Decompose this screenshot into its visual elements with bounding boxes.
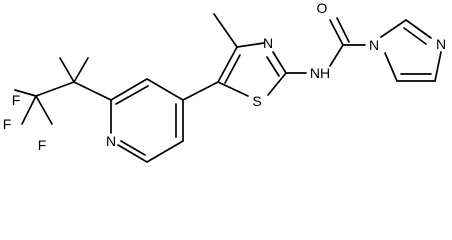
atom-nh: NH	[310, 65, 330, 81]
bond-th5-th4-double	[224, 54, 241, 84]
bond-cf3-cq	[35, 81, 75, 97]
bond-py6-n	[117, 144, 148, 163]
bond-s-th5	[217, 81, 249, 97]
atom-o-carbonyl: O	[317, 0, 328, 16]
bond-im-n3-c2	[405, 19, 432, 39]
molecule-structure: F F F N N S NH O N N	[3, 0, 446, 163]
bond-th4-n3	[236, 42, 265, 48]
bond-c2-s	[267, 72, 287, 96]
bond-th5-th4	[217, 46, 238, 83]
bond-n3-c2	[272, 51, 287, 74]
bond-cf3-f1	[21, 95, 37, 125]
bond-py5-py6	[146, 140, 184, 163]
bond-im-n3-c2-double	[403, 27, 427, 45]
bonds	[14, 13, 442, 163]
bond-py2-py3	[110, 78, 148, 101]
bond-n3-c2-double	[266, 56, 280, 77]
bond-im-c2-n1	[380, 19, 407, 38]
atom-s-thiazole: S	[252, 93, 261, 109]
bond-py6-n-double	[120, 140, 146, 156]
bond-py4-th5	[182, 81, 219, 101]
atom-n-imidazole-3: N	[436, 36, 446, 52]
bond-py3-py4	[146, 78, 184, 101]
atom-n-thiazole: N	[263, 35, 273, 51]
atom-n-imidazole-1: N	[369, 37, 379, 53]
bond-nh-carbonyl	[329, 44, 344, 67]
bond-cq-me2	[73, 57, 89, 83]
atom-f1: F	[3, 116, 12, 132]
bond-im-n1-c5	[384, 52, 398, 82]
atom-labels: F F F N N S NH O N N	[3, 0, 446, 153]
atom-f2: F	[38, 137, 47, 153]
bond-carbonyl-o	[329, 19, 344, 46]
bond-cf3-f3	[14, 89, 37, 97]
atom-n-pyridine: N	[106, 133, 116, 149]
bond-py2-py3-double	[115, 85, 149, 105]
bond-cq-py2	[73, 81, 112, 101]
bond-cf3-f2	[35, 95, 53, 125]
atom-f3: F	[12, 92, 21, 108]
bond-cq-me1	[59, 57, 75, 83]
bond-carbonyl-o-double	[336, 17, 350, 43]
bond-im-c4-n3	[434, 51, 442, 82]
bond-th4-methyl	[213, 13, 238, 48]
